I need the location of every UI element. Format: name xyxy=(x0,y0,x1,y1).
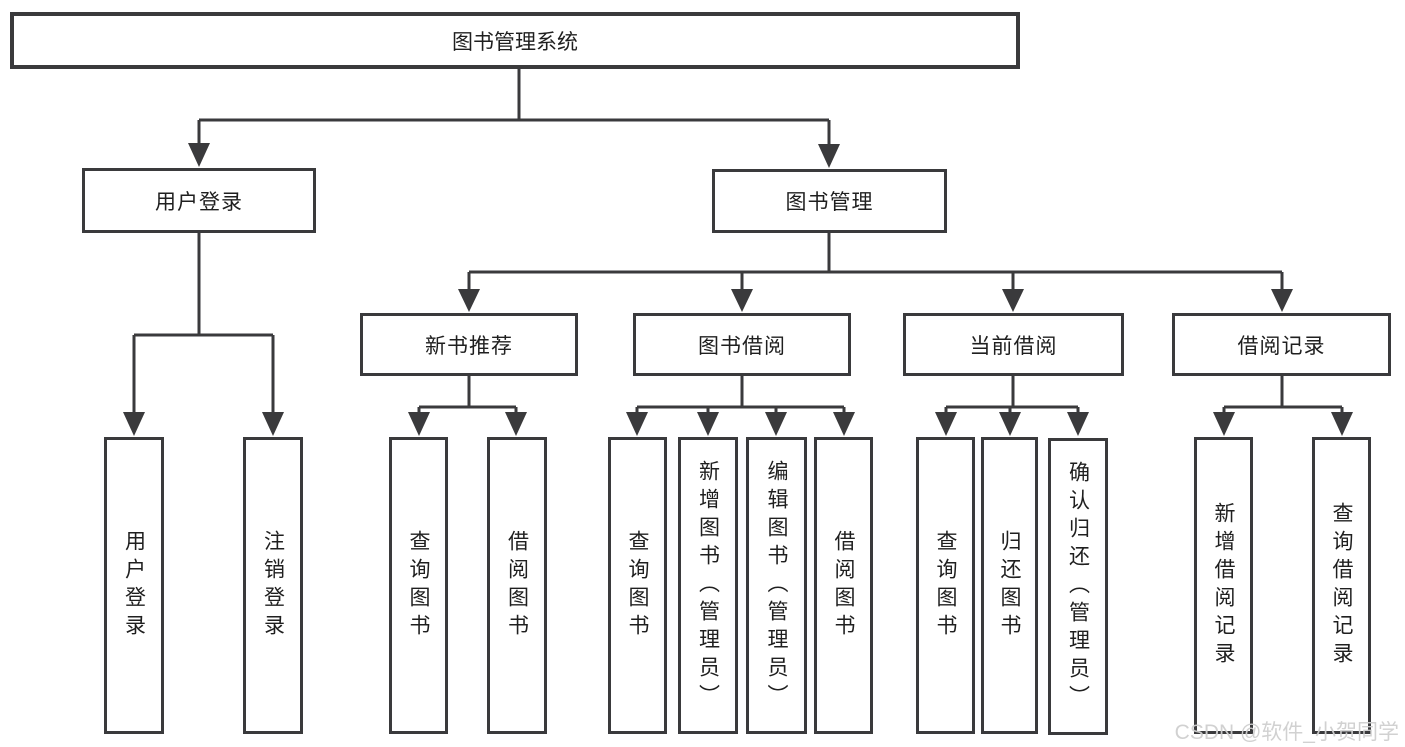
leaf-confirm-return-admin: 确认归还（管理员） xyxy=(1048,438,1108,735)
node-borrow-records: 借阅记录 xyxy=(1172,313,1391,376)
leaf-logout-label: 注销登录 xyxy=(261,529,285,642)
leaf-query-books-1-label: 查询图书 xyxy=(407,529,430,642)
leaf-logout: 注销登录 xyxy=(243,437,303,734)
leaf-edit-books-admin-label: 编辑图书（管理员） xyxy=(765,459,788,712)
node-new-book-recommend-label: 新书推荐 xyxy=(425,334,513,358)
csdn-watermark: CSDN @软件_小贺同学 xyxy=(1174,721,1399,744)
node-root: 图书管理系统 xyxy=(10,12,1020,69)
leaf-add-borrow-record-label: 新增借阅记录 xyxy=(1212,501,1235,670)
arrow-to-borrow-records xyxy=(1271,289,1293,312)
node-current-borrow-label: 当前借阅 xyxy=(969,334,1058,358)
node-borrow-records-label: 借阅记录 xyxy=(1237,334,1326,358)
leaf-borrow-books-1: 借阅图书 xyxy=(487,437,547,734)
arrow-leaf xyxy=(1331,412,1353,436)
edge-borrow-records-split xyxy=(1222,376,1344,414)
leaf-query-books-3: 查询图书 xyxy=(916,437,975,734)
arrow-leaf xyxy=(1067,412,1089,436)
leaf-query-books-2: 查询图书 xyxy=(608,437,667,734)
arrow-to-book-borrow xyxy=(731,289,753,312)
arrow-leaf xyxy=(765,412,787,436)
edge-new-book-split xyxy=(417,376,518,414)
leaf-query-books-2-label: 查询图书 xyxy=(626,529,649,642)
leaf-user-login-label: 用户登录 xyxy=(122,529,146,642)
leaf-add-books-admin-label: 新增图书（管理员） xyxy=(696,459,720,712)
arrow-leaf xyxy=(1213,412,1235,436)
leaf-user-login: 用户登录 xyxy=(104,437,164,734)
edge-book-borrow-split xyxy=(635,376,846,414)
leaf-add-borrow-record: 新增借阅记录 xyxy=(1194,437,1253,734)
arrow-leaf xyxy=(123,412,145,436)
arrow-leaf xyxy=(935,412,957,436)
leaf-return-books: 归还图书 xyxy=(981,437,1038,734)
arrow-leaf xyxy=(697,412,719,436)
node-book-borrow-label: 图书借阅 xyxy=(698,334,786,358)
edge-current-borrow-split xyxy=(944,376,1080,414)
node-book-borrow: 图书借阅 xyxy=(633,313,851,376)
leaf-query-books-1: 查询图书 xyxy=(389,437,448,734)
arrow-leaf xyxy=(505,412,527,436)
node-book-management-label: 图书管理 xyxy=(785,191,874,214)
leaf-return-books-label: 归还图书 xyxy=(998,529,1021,642)
arrowheads xyxy=(123,143,1353,436)
arrow-leaf xyxy=(408,412,430,436)
arrow-leaf xyxy=(262,412,284,436)
leaf-query-books-3-label: 查询图书 xyxy=(934,529,957,642)
leaf-query-borrow-record: 查询借阅记录 xyxy=(1312,437,1371,734)
node-new-book-recommend: 新书推荐 xyxy=(360,313,578,376)
node-current-borrow: 当前借阅 xyxy=(903,313,1124,376)
leaf-borrow-books-2-label: 借阅图书 xyxy=(832,529,855,642)
node-root-label: 图书管理系统 xyxy=(452,30,578,54)
leaf-borrow-books-1-label: 借阅图书 xyxy=(505,529,529,642)
leaf-borrow-books-2: 借阅图书 xyxy=(814,437,873,734)
leaf-query-borrow-record-label: 查询借阅记录 xyxy=(1330,501,1353,670)
leaf-confirm-return-admin-label: 确认归还（管理员） xyxy=(1066,460,1090,713)
node-user-login: 用户登录 xyxy=(82,168,316,233)
edge-user-login-split xyxy=(132,233,275,413)
arrow-to-current-borrow xyxy=(1002,289,1024,312)
leaf-edit-books-admin: 编辑图书（管理员） xyxy=(746,437,807,734)
arrow-to-user-login xyxy=(188,143,210,167)
edge-root-split xyxy=(197,68,831,146)
arrow-to-book-management xyxy=(818,144,840,168)
node-book-management: 图书管理 xyxy=(712,169,947,233)
arrow-leaf xyxy=(999,412,1021,436)
arrow-leaf xyxy=(833,412,855,436)
arrow-leaf xyxy=(626,412,648,436)
node-user-login-label: 用户登录 xyxy=(155,190,243,214)
arrow-to-new-book-recommend xyxy=(458,289,480,312)
leaf-add-books-admin: 新增图书（管理员） xyxy=(678,437,738,734)
edge-book-management-split xyxy=(467,233,1284,290)
